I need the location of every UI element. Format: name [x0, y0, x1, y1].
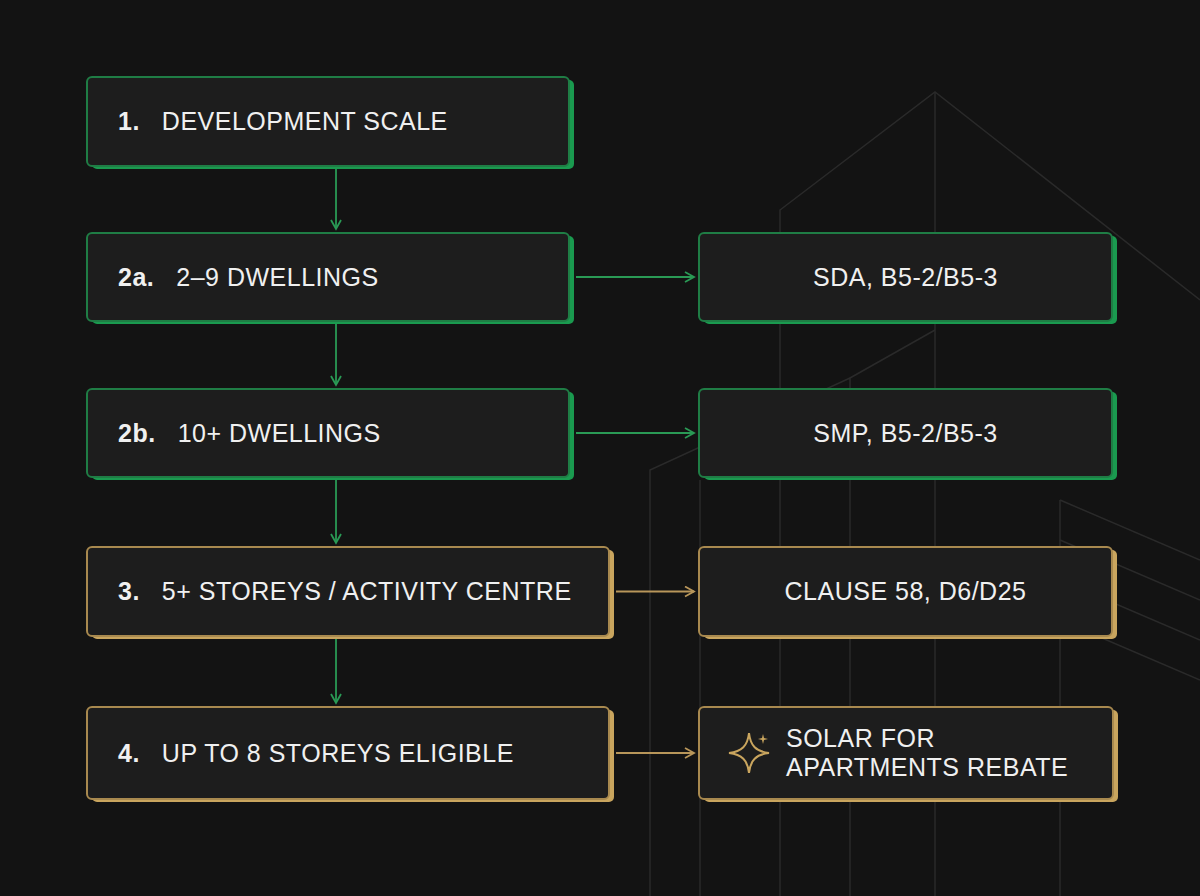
box-label: CLAUSE 58, D6/D25: [785, 577, 1027, 606]
step-number: 2b.: [118, 419, 156, 448]
box-label: SMP, B5-2/B5-3: [813, 419, 997, 448]
outcome-box: CLAUSE 58, D6/D25: [698, 546, 1113, 637]
outcome-box: SMP, B5-2/B5-3: [698, 388, 1113, 478]
box-label: SDA, B5-2/B5-3: [813, 263, 998, 292]
flow-arrow: [576, 276, 694, 278]
flow-arrow: [335, 639, 337, 703]
outcome-box: SDA, B5-2/B5-3: [698, 232, 1113, 322]
step-number: 1.: [118, 107, 140, 136]
step-box: 2b. 10+ DWELLINGS: [86, 388, 570, 478]
step-box: 3. 5+ STOREYS / ACTIVITY CENTRE: [86, 546, 610, 637]
box-label: 5+ STOREYS / ACTIVITY CENTRE: [162, 577, 572, 606]
sparkle-icon: [726, 730, 772, 776]
step-number: 2a.: [118, 263, 154, 292]
flow-arrow: [335, 324, 337, 385]
step-box: 2a. 2–9 DWELLINGS: [86, 232, 570, 322]
step-box: 4. UP TO 8 STOREYS ELIGIBLE: [86, 706, 610, 800]
flow-arrow: [616, 752, 694, 754]
box-label: SOLAR FOR APARTMENTS REBATE: [786, 724, 1086, 782]
box-label: 10+ DWELLINGS: [178, 419, 381, 448]
flow-arrow: [576, 432, 694, 434]
step-box: 1. DEVELOPMENT SCALE: [86, 76, 570, 167]
step-number: 4.: [118, 739, 140, 768]
box-label: DEVELOPMENT SCALE: [162, 107, 448, 136]
box-label: 2–9 DWELLINGS: [176, 263, 378, 292]
flow-arrow: [335, 169, 337, 229]
box-label: UP TO 8 STOREYS ELIGIBLE: [162, 739, 514, 768]
flow-arrow: [616, 591, 694, 593]
flow-arrow: [335, 480, 337, 543]
step-number: 3.: [118, 577, 140, 606]
outcome-box: SOLAR FOR APARTMENTS REBATE: [698, 706, 1114, 800]
